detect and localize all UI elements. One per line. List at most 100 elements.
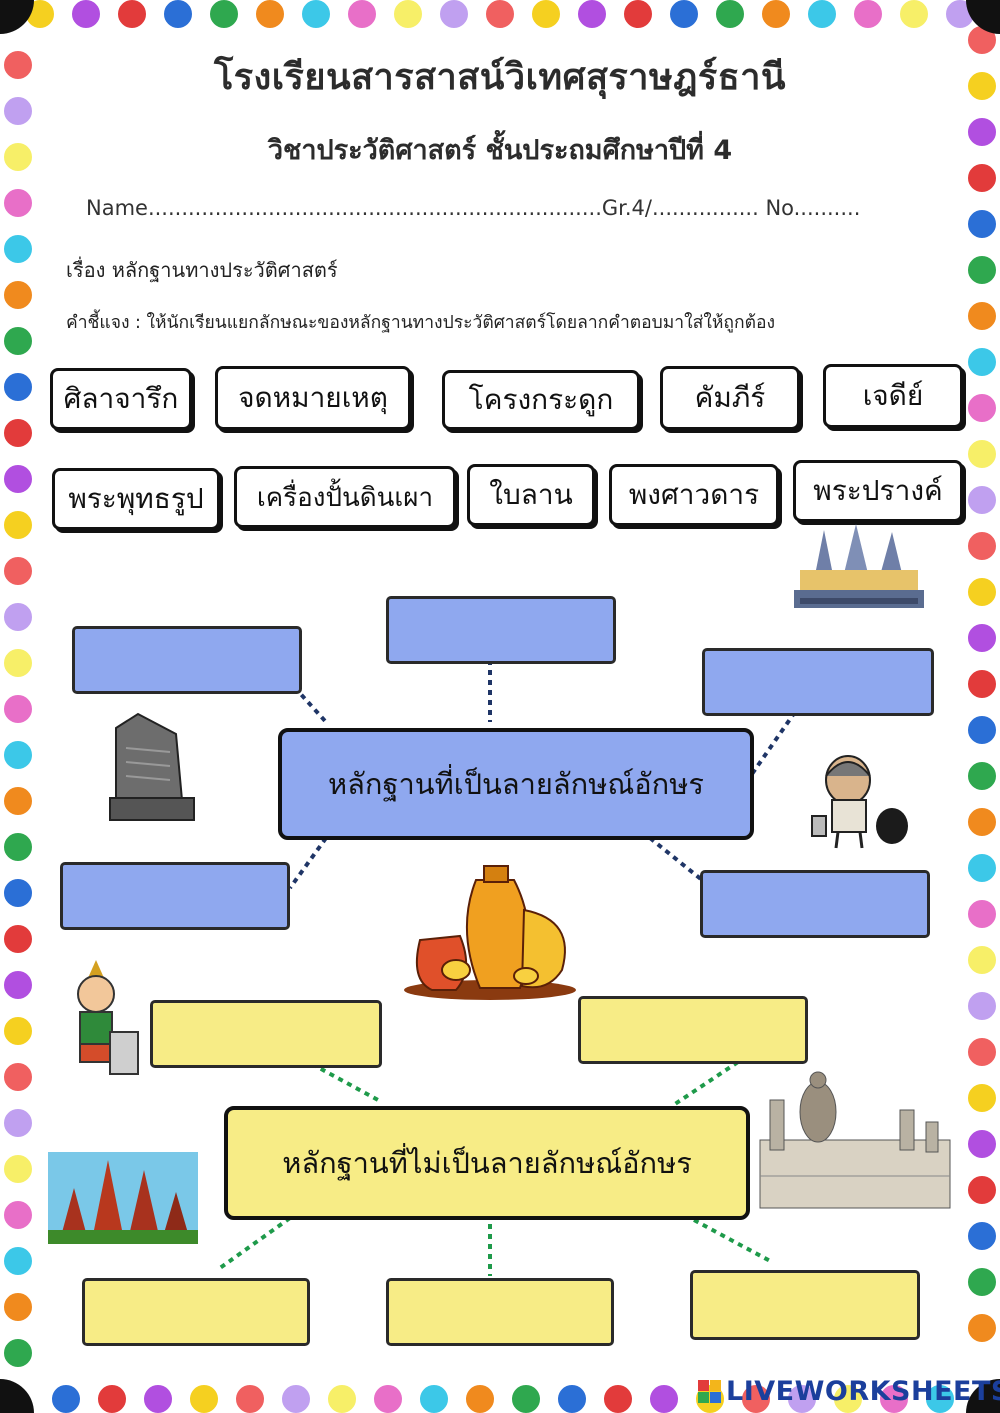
border-dot	[966, 1266, 998, 1298]
temple-prangs-icon	[794, 524, 924, 608]
border-dot	[714, 0, 746, 30]
written-slot-3[interactable]	[702, 648, 934, 716]
border-dot	[966, 1082, 998, 1114]
pottery-icon	[404, 865, 576, 1000]
border-dot	[50, 1383, 82, 1413]
border-dot	[966, 530, 998, 562]
border-dot	[2, 233, 34, 265]
nonwritten-slot-3[interactable]	[82, 1278, 310, 1346]
name-line: Name....................................…	[86, 196, 861, 220]
liveworksheets-logo-icon	[698, 1380, 721, 1403]
nonwritten-slot-4[interactable]	[386, 1278, 614, 1346]
word-card-skeleton[interactable]: โครงกระดูก	[442, 370, 640, 430]
border-dot	[2, 693, 34, 725]
border-dot	[372, 1383, 404, 1413]
border-dot	[2, 1107, 34, 1139]
border-dot	[510, 1383, 542, 1413]
word-card-palm-leaf[interactable]: ใบลาน	[467, 464, 595, 526]
border-dot	[924, 1383, 956, 1413]
border-dot	[2, 325, 34, 357]
nonwritten-slot-2[interactable]	[578, 996, 808, 1064]
nonwritten-connector-lines	[218, 1060, 773, 1276]
written-slot-5[interactable]	[700, 870, 930, 938]
border-dot	[484, 0, 516, 30]
corner-dot	[966, 0, 1000, 34]
written-slot-1[interactable]	[72, 626, 302, 694]
border-dot	[2, 187, 34, 219]
border-dot	[668, 0, 700, 30]
border-dot	[2, 877, 34, 909]
school-title: โรงเรียนสารสาสน์วิเทศสุราษฎร์ธานี	[213, 57, 787, 98]
border-dot	[806, 0, 838, 30]
border-dot	[966, 852, 998, 884]
border-dot	[2, 1015, 34, 1047]
red-temple-icon	[48, 1152, 198, 1244]
border-dot	[2, 95, 34, 127]
word-card-annals[interactable]: พงศาวดาร	[609, 464, 779, 526]
border-dot	[966, 990, 998, 1022]
word-card-chronicle-notes[interactable]: จดหมายเหตุ	[215, 366, 411, 430]
border-dot	[832, 1383, 864, 1413]
border-dot	[280, 1383, 312, 1413]
border-dot	[622, 0, 654, 30]
border-dot	[966, 346, 998, 378]
nonwritten-slot-5[interactable]	[690, 1270, 920, 1340]
word-card-pottery[interactable]: เครื่องปั้นดินเผา	[234, 466, 456, 528]
border-dot	[2, 555, 34, 587]
subject-line: วิชาประวัติศาสตร์ ชั้นประถมศึกษาปีที่ 4	[267, 135, 733, 166]
border-dot	[966, 1036, 998, 1068]
border-dot	[760, 0, 792, 30]
archaeologist-icon	[811, 755, 908, 849]
border-dot	[188, 1383, 220, 1413]
watermark: LIVEWORKSHEETS	[726, 1376, 1000, 1407]
border-dot	[418, 1383, 450, 1413]
border-dot	[852, 0, 884, 30]
border-dot	[2, 279, 34, 311]
border-dot	[254, 0, 286, 30]
word-card-stupa[interactable]: เจดีย์	[823, 364, 963, 428]
border-dot	[2, 1291, 34, 1323]
border-dot	[300, 0, 332, 30]
border-dot	[966, 438, 998, 470]
border-dot	[966, 806, 998, 838]
border-dot	[208, 0, 240, 30]
border-dot	[2, 831, 34, 863]
border-dot	[2, 509, 34, 541]
border-dot	[966, 300, 998, 332]
border-dot	[966, 162, 998, 194]
border-dot	[2, 1245, 34, 1277]
border-dot	[966, 116, 998, 148]
nonwritten-slot-1[interactable]	[150, 1000, 382, 1068]
border-dot	[2, 417, 34, 449]
border-dot	[648, 1383, 680, 1413]
word-card-buddha-image[interactable]: พระพุทธรูป	[52, 468, 220, 530]
border-dot	[966, 760, 998, 792]
border-dot	[2, 1199, 34, 1231]
border-dot	[116, 0, 148, 30]
word-card-scripture[interactable]: คัมภีร์	[660, 366, 800, 430]
border-dot	[966, 622, 998, 654]
border-dot	[966, 1174, 998, 1206]
border-dot	[2, 463, 34, 495]
border-dot	[96, 1383, 128, 1413]
border-dot	[966, 1128, 998, 1160]
written-slot-2[interactable]	[386, 596, 616, 664]
border-dot	[2, 141, 34, 173]
border-dot	[966, 70, 998, 102]
border-dot	[966, 484, 998, 516]
word-card-prang[interactable]: พระปรางค์	[793, 460, 963, 522]
border-dot	[966, 898, 998, 930]
border-dot	[2, 739, 34, 771]
written-slot-4[interactable]	[60, 862, 290, 930]
border-dot	[2, 371, 34, 403]
border-dot	[2, 1061, 34, 1093]
border-dot	[602, 1383, 634, 1413]
border-dot	[966, 944, 998, 976]
word-card-stone-inscription[interactable]: ศิลาจารึก	[50, 368, 192, 430]
border-dot	[966, 392, 998, 424]
border-dot	[162, 0, 194, 30]
topic-line: เรื่อง หลักฐานทางประวัติศาสตร์	[66, 258, 338, 282]
border-dot	[966, 576, 998, 608]
border-dot	[346, 0, 378, 30]
